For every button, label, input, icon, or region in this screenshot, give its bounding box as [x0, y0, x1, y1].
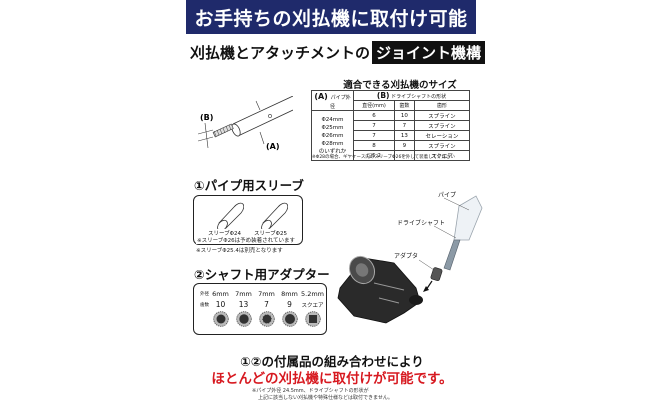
label-a: (A) — [266, 142, 280, 151]
shaft-pipe-diagram-icon: (B) (A) — [197, 95, 294, 151]
cell-teeth: 9 — [393, 140, 415, 151]
cell-shape: セレーション — [413, 130, 471, 141]
adapter-diameter: 7mm — [258, 290, 275, 298]
header-a-label: (A) — [314, 91, 328, 101]
cell-teeth: 13 — [393, 130, 415, 141]
adapter-diameter: 7mm — [235, 290, 252, 298]
cell-diameter: 7 — [353, 130, 395, 141]
cell-teeth: 7 — [393, 120, 415, 131]
table-row: Φ24mm Φ25mm Φ26mm Φ28mm のいずれか 6 10 スプライン — [311, 110, 471, 161]
adapter-teeth-row: 歯数 10 13 7 9 スクエア — [194, 300, 326, 309]
adapter-teeth: 13 — [238, 300, 249, 309]
adapter-teeth: スクエア — [301, 302, 324, 309]
title-banner: お手持ちの刈払機に取付け可能 — [186, 0, 476, 34]
footer-line-2: ほとんどの刈払機に取付けが可能です。 — [211, 371, 453, 387]
diameter-label: 外径 — [200, 292, 209, 297]
gearcase-illustration-icon — [337, 195, 483, 324]
cell-diameter: 7 — [353, 120, 395, 131]
joint-diagram: (B) (A) — [197, 95, 294, 156]
footer-note-1: ※パイプ外径 24.5mm、ドライブシャフトの形状が — [252, 388, 369, 394]
fit-table-title: 適合できる刈払機のサイズ — [343, 80, 457, 91]
adapter-gears — [209, 311, 324, 327]
sleeve-note-1: ※スリーブΦ26は予め装着されています — [196, 236, 296, 244]
sleeve-note-2: ※スリーブΦ25.4は別売となります — [196, 248, 283, 254]
sleeve-25-icon — [261, 202, 288, 229]
serration-adapter-icon — [235, 311, 252, 327]
subtitle-text: 刈払機とアタッチメントの — [190, 43, 371, 62]
cell-diameter: 8 — [353, 140, 395, 151]
subtitle-highlight: ジョイント機構 — [372, 40, 486, 64]
header-b-label: (B) — [376, 91, 390, 100]
footer-note-2: 上記に該当しない刈払機や特殊仕様などは取付できません。 — [258, 395, 393, 401]
callout-adapter: アダプタ — [394, 253, 419, 260]
sleeve-25-label: スリーブΦ25 — [254, 231, 287, 237]
adapter-teeth: 10 — [215, 300, 226, 309]
adapter-box: 外径 6mm 7mm 7mm 8mm 5.2mm 歯数 10 13 7 9 スク… — [193, 283, 327, 335]
pipe-size: のいずれか — [318, 148, 347, 155]
pipe-size: Φ26mm — [321, 132, 344, 139]
adapter-diameter: 5.2mm — [301, 290, 325, 298]
sleeve-24-label: スリーブΦ24 — [208, 231, 241, 237]
col-diameter: 直径(mm) — [353, 100, 395, 111]
pipe-size-list: Φ24mm Φ25mm Φ26mm Φ28mm のいずれか — [311, 110, 354, 161]
callout-pipe: パイプ — [438, 192, 457, 199]
fit-table: (A) パイプ外径 (B) ドライブシャフトの形状 直径(mm) 歯数 歯形 Φ… — [311, 90, 471, 161]
table-row: □5.2 － スクエア — [312, 150, 471, 161]
col-tooth-shape: 歯形 — [413, 100, 471, 111]
adapter-diameter: 8mm — [281, 290, 298, 298]
teeth-label: 歯数 — [200, 302, 209, 308]
footer-note: ※パイプ外径 24.5mm、ドライブシャフトの形状が 上記に該当しない刈払機や特… — [252, 388, 393, 402]
callout-drive-shaft: ドライブシャフト — [397, 220, 446, 227]
square-adapter-icon — [304, 311, 321, 327]
cell-diameter: 6 — [353, 110, 395, 121]
trimmer-attachment-photo: パイプ ドライブシャフト アダプタ — [334, 178, 494, 338]
adapter-teeth: 7 — [264, 300, 269, 309]
adapter-diameter-row: 外径 6mm 7mm 7mm 8mm 5.2mm — [194, 290, 326, 298]
spline-adapter-icon — [258, 311, 275, 327]
cell-teeth: 10 — [393, 110, 415, 121]
header-pipe: (A) パイプ外径 — [311, 90, 354, 111]
cell-shape: スプライン — [413, 110, 471, 121]
cell-shape: スプライン — [413, 140, 471, 151]
section1-title: ①パイプ用スリーブ — [194, 178, 304, 193]
pipe-size: Φ28mm — [321, 140, 344, 147]
sleeve-box: スリーブΦ24 スリーブΦ25 — [193, 195, 303, 245]
label-b: (B) — [200, 113, 213, 122]
spline-adapter-icon — [281, 311, 298, 327]
pipe-size: Φ25mm — [321, 124, 344, 131]
adapter-teeth: 9 — [287, 300, 292, 309]
header-a-sub: パイプ外径 — [329, 94, 351, 110]
header-b-sub: ドライブシャフトの形状 — [391, 94, 447, 100]
cell-shape: スクエア — [413, 150, 471, 161]
col-teeth: 歯数 — [393, 100, 415, 111]
section2-title: ②シャフト用アダプター — [194, 267, 330, 282]
adapter-diameter: 6mm — [212, 290, 229, 298]
subtitle: 刈払機とアタッチメントの ジョイント機構 — [190, 40, 486, 64]
spline-adapter-icon — [212, 311, 229, 327]
pipe-size: Φ24mm — [321, 116, 344, 123]
cell-shape: スプライン — [413, 120, 471, 131]
header-shaft: (B) ドライブシャフトの形状 — [353, 90, 470, 101]
footer-line-1: ①②の付属品の組み合わせにより — [240, 354, 424, 369]
banner-title: お手持ちの刈払機に取付け可能 — [194, 7, 468, 30]
fit-table-note: ※Φ28の場合、ギヤケース内のスリーブΦ26を外して装着してください — [312, 155, 455, 160]
sleeve-24-icon — [217, 202, 244, 229]
